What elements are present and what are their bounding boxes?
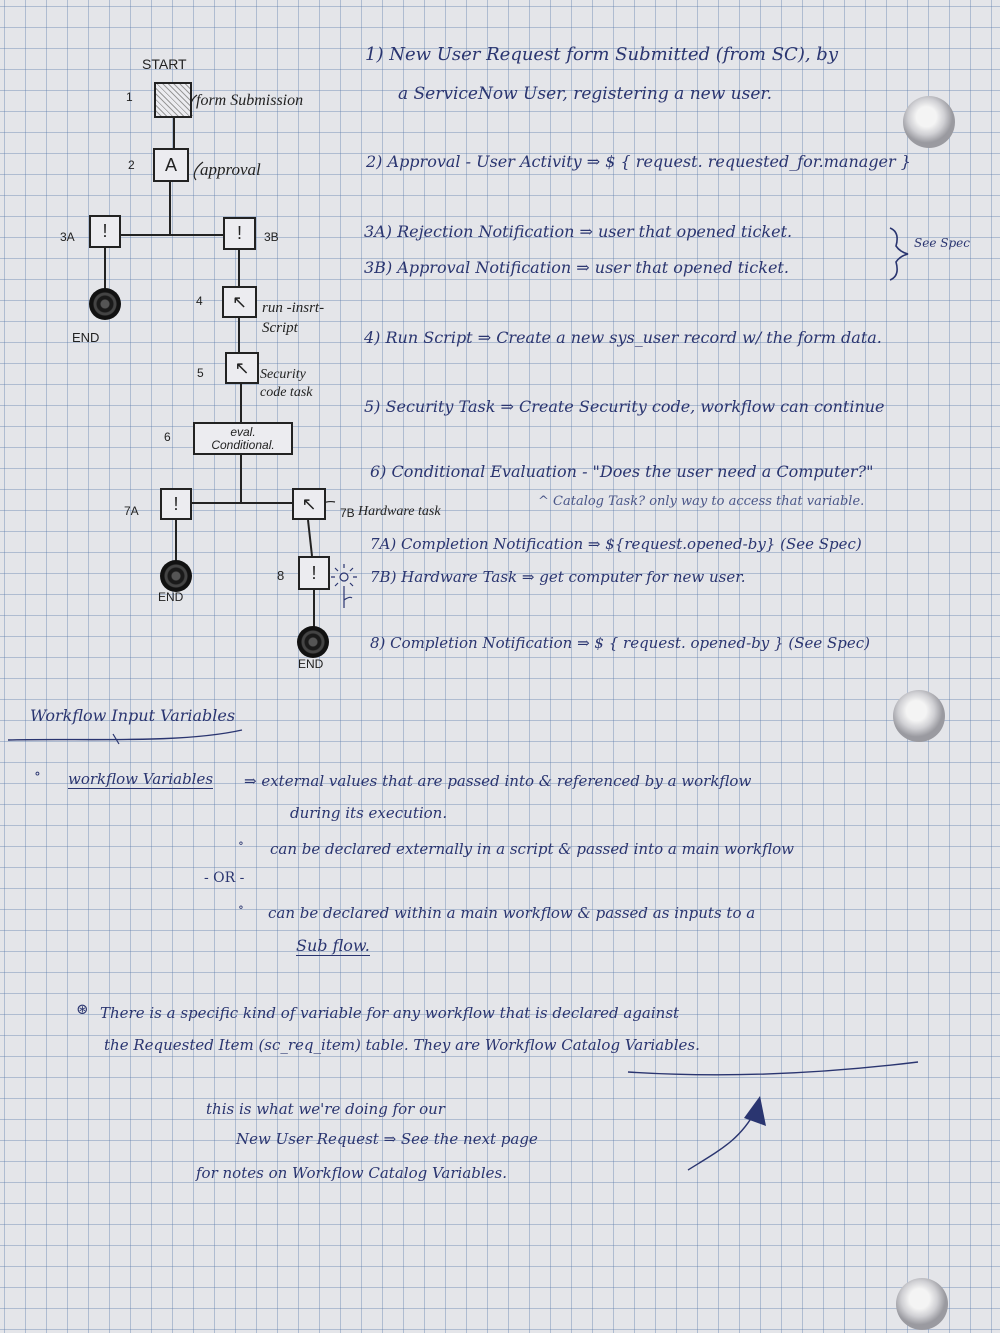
node-5-note: Security code task [260,367,313,400]
see-spec-3: See Spec [914,236,970,250]
sub-bullet-1: can be declared externally in a script &… [270,840,795,858]
step-6-note: ^ Catalog Task? only way to access that … [538,494,865,509]
step-5: 5) Security Task ⇒ Create Security code,… [364,397,885,416]
node-7b-number: 7B [340,506,355,520]
node-3b-approval: ! [223,217,256,250]
node-7b-hardware-task: ↖ [292,488,326,520]
step-1-line1: 1) New User Request form Submitted (from… [365,44,838,65]
star-note-line1: There is a specific kind of variable for… [100,1004,680,1022]
footer-line2: New User Request ⇒ See the next page [236,1130,538,1148]
step-4: 4) Run Script ⇒ Create a new sys_user re… [364,328,882,347]
end-8-icon [297,626,329,658]
start-label: START [142,56,187,72]
step-2: 2) Approval - User Activity ⇒ $ { reques… [366,152,911,171]
footer-line1: this is what we're doing for our [206,1100,445,1118]
node-4-number: 4 [196,294,203,308]
star-marker: ⊛ [76,1000,89,1018]
sub-bullet-2-continued: Sub flow. [296,936,370,956]
node-6-conditional-evaluation: eval. Conditional. [193,422,293,455]
sub-bullet-2: can be declared within a main workflow &… [268,904,756,922]
node-7b-note: Hardware task [358,504,441,519]
step-8: 8) Completion Notification ⇒ $ { request… [370,634,871,652]
node-1-form-submission [154,82,192,118]
node-3a-rejection: ! [89,215,121,248]
star-note-line2: the Requested Item (sc_req_item) table. … [104,1036,700,1054]
step-1-line2: a ServiceNow User, registering a new use… [398,84,773,104]
node-3a-number: 3A [60,230,75,244]
step-7a: 7A) Completion Notification ⇒ ${request.… [370,535,862,553]
end-8-label: END [298,657,324,671]
step-6: 6) Conditional Evaluation - "Does the us… [370,462,874,481]
node-1-number: 1 [126,90,133,104]
node-5-security-task: ↖ [225,352,259,384]
end-7a-label: END [158,590,184,604]
punch-hole-top [903,96,955,148]
notes-heading: Workflow Input Variables [30,706,236,725]
end-3a-icon [89,288,121,320]
node-2-number: 2 [128,158,135,172]
bullet-definition-line2: during its execution. [290,804,448,822]
node-8-completion: ! [298,556,330,590]
footer-line3: for notes on Workflow Catalog Variables. [196,1164,508,1182]
node-4-note: run -insrt- Script [262,300,325,336]
bullet-dot: ∘ [34,766,41,782]
node-7a-completion: ! [160,488,192,520]
end-3a-label: END [72,330,100,345]
bullet-definition-line1: ⇒ external values that are passed into &… [244,772,752,790]
punch-hole-middle [893,690,945,742]
sub-bullet-1-dot: ∘ [238,836,244,850]
node-7a-number: 7A [124,504,139,518]
node-6-number: 6 [164,430,171,444]
node-8-number: 8 [277,568,285,583]
node-3b-number: 3B [264,230,279,244]
step-3b: 3B) Approval Notification ⇒ user that op… [364,258,789,277]
node-5-number: 5 [197,366,204,380]
end-7a-icon [160,560,192,592]
or-separator: - OR - [204,870,245,886]
sub-bullet-2-dot: ∘ [238,900,244,914]
node-4-run-script: ↖ [222,286,257,318]
punch-hole-bottom [896,1278,948,1330]
bullet-term: workflow Variables [68,770,214,789]
step-7b: 7B) Hardware Task ⇒ get computer for new… [370,568,746,586]
node-2-approval: A [153,148,189,182]
node-2-note: approval [200,160,261,179]
step-3a: 3A) Rejection Notification ⇒ user that o… [364,222,793,241]
node-1-note: form Submission [196,92,304,109]
